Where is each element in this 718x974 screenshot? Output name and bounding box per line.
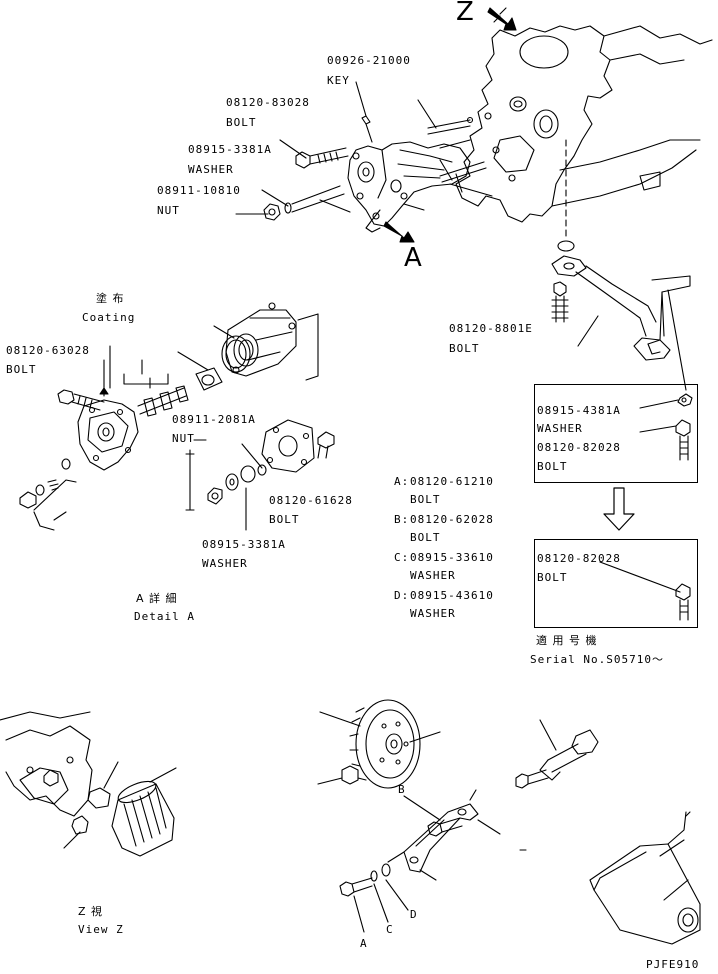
legend-a-part-number: 08120-61210 [410, 475, 494, 488]
legend-a-key: A: [394, 475, 410, 488]
callout-letter-a: A [360, 937, 368, 950]
bolt-61628-part-number: 08120-61628 [269, 494, 353, 507]
detail-a-title-jp: A 詳 細 [136, 592, 178, 605]
sensor-and-tube-drawing [516, 720, 700, 944]
view-z-drawing [0, 712, 176, 856]
legend-b-part-name: BOLT [410, 531, 441, 544]
box1-washer-part-number: 08915-4381A [537, 404, 621, 417]
box-transition-arrow [604, 488, 634, 530]
key-part-name: KEY [327, 74, 350, 87]
view-z-title-jp: Z 視 [78, 905, 104, 918]
serial-applicable-jp: 適 用 号 機 [536, 634, 598, 647]
pump-fasteners-drawing [236, 82, 462, 220]
bolt-61628-part-name: BOLT [269, 513, 300, 526]
bolt-8801e-part-name: BOLT [449, 342, 480, 355]
washer-detail-part-number: 08915-3381A [202, 538, 286, 551]
serial-hardware-box: 08120-82028 BOLT [534, 539, 698, 628]
legend-d-part-number: 08915-43610 [410, 589, 494, 602]
standard-hardware-box: 08915-4381A WASHER 08120-82028 BOLT [534, 384, 698, 483]
callout-letter-d: D [410, 908, 418, 921]
legend-d-part-name: WASHER [410, 607, 456, 620]
washer-detail-part-name: WASHER [202, 557, 248, 570]
callout-letter-c: C [386, 923, 394, 936]
legend-b-key: B: [394, 513, 410, 526]
legend-c-part-number: 08915-33610 [410, 551, 494, 564]
coating-label-jp: 塗 布 [96, 292, 125, 305]
nut-10810-part-name: NUT [157, 204, 180, 217]
nut-10810-part-number: 08911-10810 [157, 184, 241, 197]
oil-strainer-pipe-drawing [552, 256, 690, 390]
engine-front-cover-drawing [456, 26, 712, 222]
callout-letter-b: B [398, 783, 406, 796]
detail-a-title-en: Detail A [134, 610, 195, 623]
figure-code: PJFE910 [646, 958, 700, 971]
coating-label-en: Coating [82, 311, 136, 324]
legend-d-key: D: [394, 589, 410, 602]
bolt-8801e-part-number: 08120-8801E [449, 322, 533, 335]
legend-c-key: C: [394, 551, 410, 564]
view-arrows [384, 8, 516, 242]
legend-c-part-name: WASHER [410, 569, 456, 582]
view-z-marker: Z [456, 0, 474, 27]
bolt-63028-part-name: BOLT [6, 363, 37, 376]
drive-plate-drawing [318, 700, 526, 932]
key-part-number: 00926-21000 [327, 54, 411, 67]
nut-2081a-part-name: NUT [172, 432, 195, 445]
bolt-83028-part-number: 08120-83028 [226, 96, 310, 109]
oil-pump-assembly-drawing [348, 116, 492, 232]
washer-3381a-part-name: WASHER [188, 163, 234, 176]
box1-washer-part-name: WASHER [537, 422, 583, 435]
washer-3381a-part-number: 08915-3381A [188, 143, 272, 156]
bolt-83028-part-name: BOLT [226, 116, 257, 129]
box2-bolt-part-number: 08120-82028 [537, 552, 621, 565]
nut-2081a-part-number: 08911-2081A [172, 413, 256, 426]
box2-bolt-part-name: BOLT [537, 571, 568, 584]
legend-a-part-name: BOLT [410, 493, 441, 506]
serial-number-range: Serial No.S05710～ [530, 653, 664, 666]
box-bolt-drawings [600, 394, 692, 620]
view-a-marker: A [404, 243, 422, 273]
view-z-title-en: View Z [78, 923, 124, 936]
strainer-seat-drawing [558, 241, 574, 251]
bolt-63028-part-number: 08120-63028 [6, 344, 90, 357]
detail-a-drawing [20, 303, 334, 530]
box1-bolt-part-name: BOLT [537, 460, 568, 473]
legend-b-part-number: 08120-62028 [410, 513, 494, 526]
box1-bolt-part-number: 08120-82028 [537, 441, 621, 454]
